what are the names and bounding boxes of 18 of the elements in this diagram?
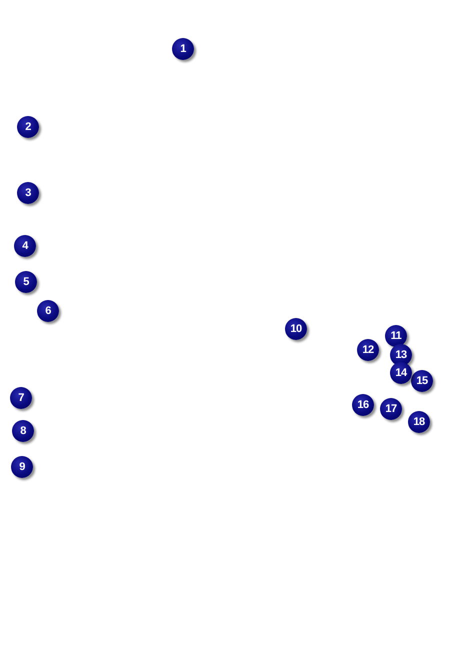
callout-number: 17 bbox=[380, 398, 402, 420]
callout-number: 13 bbox=[390, 344, 412, 366]
callout-number: 11 bbox=[385, 325, 407, 347]
callout-number: 3 bbox=[17, 182, 39, 204]
callout-number: 5 bbox=[15, 271, 37, 293]
callout-number: 8 bbox=[12, 420, 34, 442]
callout-number: 18 bbox=[408, 411, 430, 433]
callout-number: 12 bbox=[357, 339, 379, 361]
callout-number: 6 bbox=[37, 300, 59, 322]
callout-number: 1 bbox=[172, 38, 194, 60]
callout-number: 9 bbox=[11, 456, 33, 478]
callout-number: 2 bbox=[17, 116, 39, 138]
callout-number: 16 bbox=[352, 394, 374, 416]
callout-number: 14 bbox=[390, 362, 412, 384]
callout-number: 4 bbox=[14, 235, 36, 257]
callout-number: 7 bbox=[10, 387, 32, 409]
callout-number: 15 bbox=[411, 370, 433, 392]
callout-number: 10 bbox=[285, 318, 307, 340]
